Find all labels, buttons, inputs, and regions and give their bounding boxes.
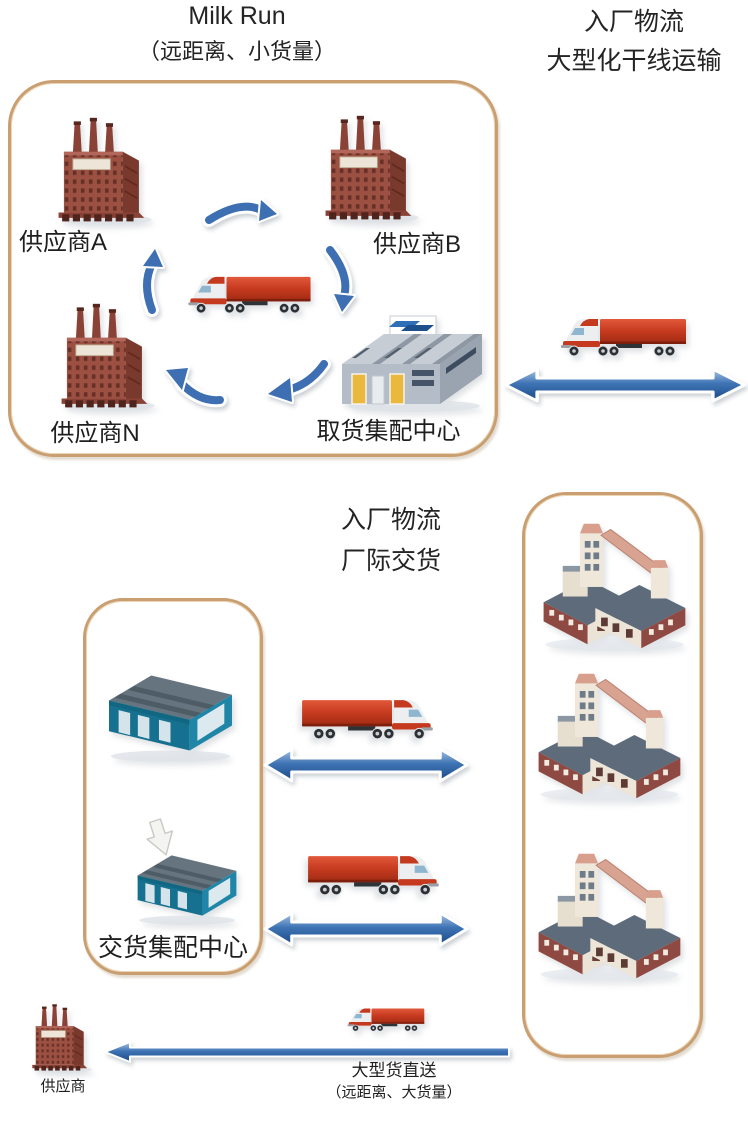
assembly-plant-icon-2 <box>538 673 681 802</box>
truck-icon-milk-run <box>187 276 312 314</box>
truck-icon-trunk <box>560 318 687 357</box>
assembly-plant-icon-1 <box>543 523 686 652</box>
milk-run-title-line2: （远距离、小货量） <box>137 39 336 64</box>
direct-shipment-caption: 大型货直送 （远距离、大货量） <box>318 1061 470 1102</box>
pickup-warehouse-icon <box>341 315 483 413</box>
direct-shipment-caption-line1: 大型货直送 <box>351 1061 437 1080</box>
supplier-b-label: 供应商B <box>372 231 461 258</box>
double-arrow-icon-trunk <box>503 367 747 403</box>
inbound-trunk-title: 入厂物流 大型化干线运输 <box>520 2 748 77</box>
truck-icon-direct <box>347 1008 425 1032</box>
inbound-trunk-title-line2: 大型化干线运输 <box>546 47 722 75</box>
milk-run-title-line1: Milk Run <box>188 2 286 30</box>
curved-arrow-icon-right <box>323 243 356 314</box>
factory-icon-direct-supplier <box>31 1003 93 1074</box>
curved-arrow-icon-left <box>140 247 165 317</box>
inbound-interplant-title-line1: 入厂物流 <box>340 506 441 534</box>
assembly-plant-icon-3 <box>538 853 681 982</box>
inbound-interplant-title-line2: 厂际交货 <box>340 547 441 575</box>
factory-icon-supplier-a <box>57 116 153 226</box>
pickup-center-label: 取货集配中心 <box>316 418 461 445</box>
direct-shipment-caption-line2: （远距离、大货量） <box>326 1084 462 1102</box>
factory-icon-supplier-b <box>324 114 420 224</box>
milk-run-title: Milk Run （远距离、小货量） <box>102 2 372 66</box>
double-arrow-icon-shuttle-2 <box>263 911 469 947</box>
inbound-interplant-title: 入厂物流 厂际交货 <box>328 500 454 577</box>
truck-icon-shuttle-1 <box>301 699 434 740</box>
curved-arrow-icon-bottom-right <box>266 357 331 404</box>
supplier-a-label: 供应商A <box>18 229 107 256</box>
inbound-trunk-title-line1: 入厂物流 <box>583 8 684 36</box>
curved-arrow-icon-top <box>202 198 279 227</box>
double-arrow-icon-shuttle-1 <box>263 747 469 783</box>
direct-supplier-label: 供应商 <box>40 1078 86 1095</box>
factory-icon-supplier-n <box>60 302 156 412</box>
delivery-warehouse-icon-1 <box>109 675 232 762</box>
delivery-center-box <box>83 598 263 975</box>
truck-icon-shuttle-2 <box>307 855 440 896</box>
curved-arrow-icon-bottom-left <box>164 366 227 408</box>
supplier-n-label: 供应商N <box>50 420 140 447</box>
delivery-center-label: 交货集配中心 <box>97 934 248 962</box>
